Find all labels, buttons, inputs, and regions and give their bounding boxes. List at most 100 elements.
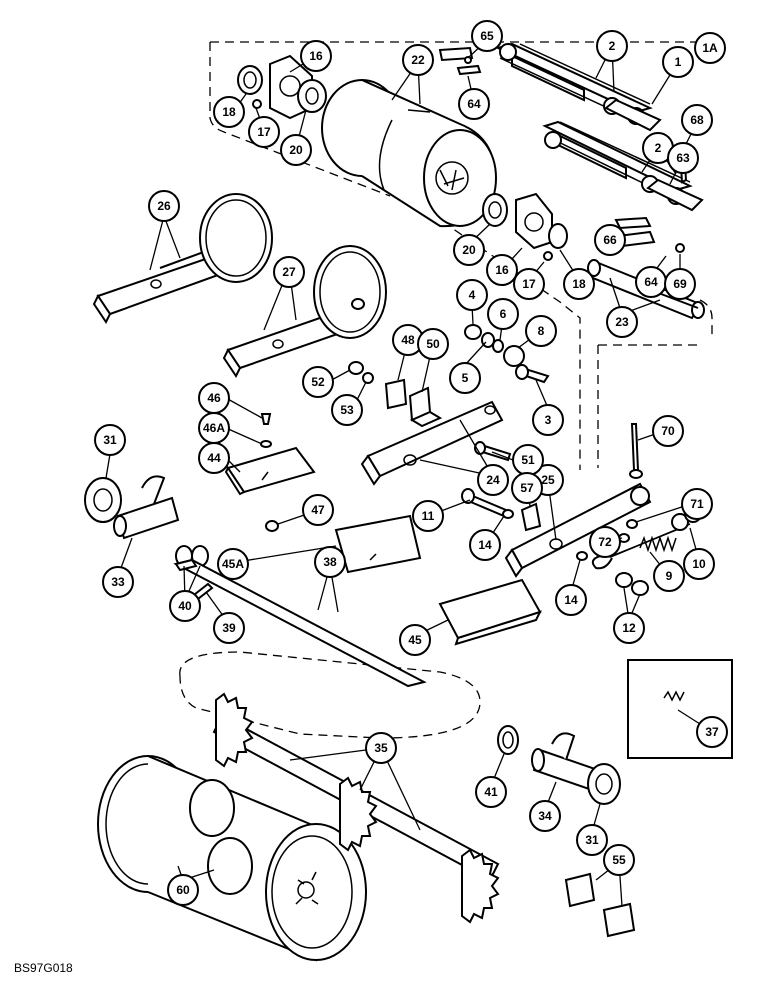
svg-text:12: 12 [622,621,636,635]
svg-text:46A: 46A [203,421,225,435]
callout-41: 41 [475,776,507,808]
callout-70: 70 [652,415,684,447]
callout-17-lower: 17 [513,268,545,300]
callout-31-right: 31 [576,824,608,856]
callout-46: 46 [198,382,230,414]
svg-text:9: 9 [666,569,673,583]
svg-text:1: 1 [675,55,682,69]
callout-3: 3 [532,404,564,436]
svg-text:8: 8 [538,324,545,338]
sprocket-shaft-35 [212,692,500,924]
callout-46A: 46A [198,412,230,444]
callout-68: 68 [681,104,713,136]
callout-66: 66 [594,224,626,256]
screws-46-47 [260,413,279,532]
svg-text:48: 48 [401,333,415,347]
svg-text:46: 46 [207,391,221,405]
svg-text:45A: 45A [222,557,244,571]
callout-63: 63 [667,142,699,174]
washer-41 [497,725,519,755]
svg-text:45: 45 [408,633,422,647]
callout-14-lower: 14 [555,584,587,616]
svg-text:33: 33 [111,575,125,589]
callout-45A: 45A [217,548,249,580]
svg-text:2: 2 [655,141,662,155]
callout-37: 37 [696,716,728,748]
svg-text:64: 64 [644,275,658,289]
svg-text:25: 25 [541,473,555,487]
svg-text:1A: 1A [702,41,718,55]
hub-flange-lower-right [482,192,568,261]
svg-text:37: 37 [705,725,719,739]
svg-text:71: 71 [690,497,704,511]
svg-text:22: 22 [411,53,425,67]
callout-22: 22 [402,44,434,76]
bolt-spacer-11-14-57 [461,488,588,561]
svg-text:65: 65 [480,29,494,43]
callout-16-upper: 16 [300,40,332,72]
callout-40: 40 [169,590,201,622]
callout-39: 39 [213,612,245,644]
svg-text:72: 72 [598,535,612,549]
arm-25 [504,423,652,578]
svg-text:24: 24 [486,473,500,487]
lower-drum-60 [97,755,367,962]
callout-53: 53 [331,394,363,426]
callout-34: 34 [529,800,561,832]
plate-45 [438,578,542,646]
svg-text:44: 44 [207,451,221,465]
svg-text:64: 64 [467,97,481,111]
svg-text:17: 17 [522,277,536,291]
tensioner-arm-27 [222,245,387,378]
svg-text:34: 34 [538,809,552,823]
svg-text:16: 16 [495,263,509,277]
svg-text:63: 63 [676,151,690,165]
tensioner-arm-26 [92,193,273,324]
plates-55 [564,872,636,938]
callout-8: 8 [525,315,557,347]
svg-text:20: 20 [462,243,476,257]
svg-text:26: 26 [157,199,171,213]
svg-text:27: 27 [282,265,296,279]
callout-71: 71 [681,488,713,520]
callout-18-lower: 18 [563,268,595,300]
callout-20-lower: 20 [453,234,485,266]
callout-50: 50 [417,328,449,360]
callout-35: 35 [365,732,397,764]
svg-text:53: 53 [340,403,354,417]
svg-text:47: 47 [311,503,325,517]
svg-text:31: 31 [585,833,599,847]
svg-text:40: 40 [178,599,192,613]
tube-33 [113,475,180,540]
callout-33: 33 [102,566,134,598]
svg-text:66: 66 [603,233,617,247]
callout-38: 38 [314,546,346,578]
idler-wheel-31-right [587,763,621,805]
callout-72: 72 [589,526,621,558]
svg-text:3: 3 [545,413,552,427]
svg-text:41: 41 [484,785,498,799]
callout-4: 4 [456,279,488,311]
svg-text:18: 18 [222,105,236,119]
callout-31-left: 31 [94,424,126,456]
svg-text:14: 14 [478,538,492,552]
svg-text:68: 68 [690,113,704,127]
callout-12: 12 [613,612,645,644]
svg-text:4: 4 [469,288,476,302]
svg-text:52: 52 [311,375,325,389]
callout-24: 24 [477,464,509,496]
svg-text:35: 35 [374,741,388,755]
callout-6: 6 [487,298,519,330]
svg-text:18: 18 [572,277,586,291]
svg-text:14: 14 [564,593,578,607]
svg-text:69: 69 [673,277,687,291]
callout-1: 1 [662,46,694,78]
callout-52: 52 [302,366,334,398]
svg-text:55: 55 [612,853,626,867]
callout-17-upper: 17 [248,116,280,148]
svg-text:5: 5 [462,371,469,385]
upper-drum-assembly [321,79,497,228]
svg-text:51: 51 [521,453,535,467]
hub-flange-upper-left [237,54,327,120]
